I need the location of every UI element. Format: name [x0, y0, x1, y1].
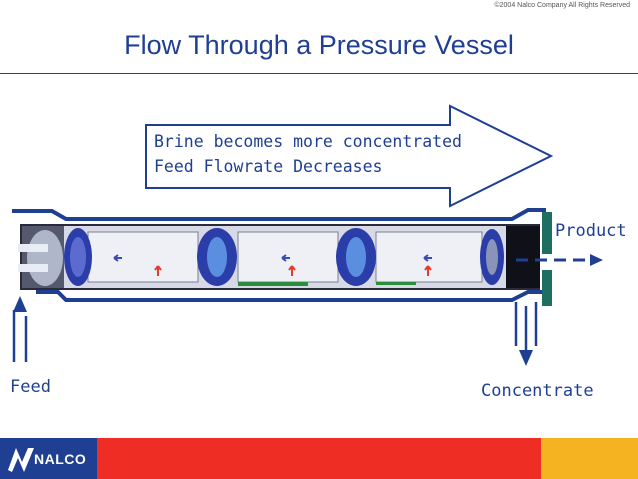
arrow-text-line-2: Feed Flowrate Decreases: [154, 157, 383, 176]
feed-label: Feed: [10, 377, 51, 397]
nalco-logo-icon: [8, 448, 34, 472]
product-flow-arrow: [516, 254, 603, 266]
product-end-plates: [542, 212, 552, 306]
slide-title: Flow Through a Pressure Vessel: [124, 30, 514, 60]
copyright-notice: ©2004 Nalco Company All Rights Reserved: [494, 2, 630, 9]
lower-casing-line: [36, 290, 546, 302]
title-divider: [0, 73, 638, 74]
flow-direction-arrow: [145, 104, 554, 208]
footer-yellow-box: [541, 438, 638, 479]
feed-flow-arrow: [12, 296, 28, 362]
footer-bar: NALCO: [0, 438, 638, 479]
product-label: Product: [555, 221, 627, 241]
upper-casing-line: [12, 208, 546, 221]
concentrate-label: Concentrate: [481, 381, 594, 401]
nalco-logo: NALCO: [0, 438, 97, 479]
footer-red-band: [97, 438, 541, 479]
nalco-logo-text: NALCO: [34, 451, 87, 467]
arrow-text-line-1: Brine becomes more concentrated: [154, 132, 462, 151]
concentrate-flow-arrow: [514, 302, 538, 366]
membrane-elements: [64, 228, 504, 286]
